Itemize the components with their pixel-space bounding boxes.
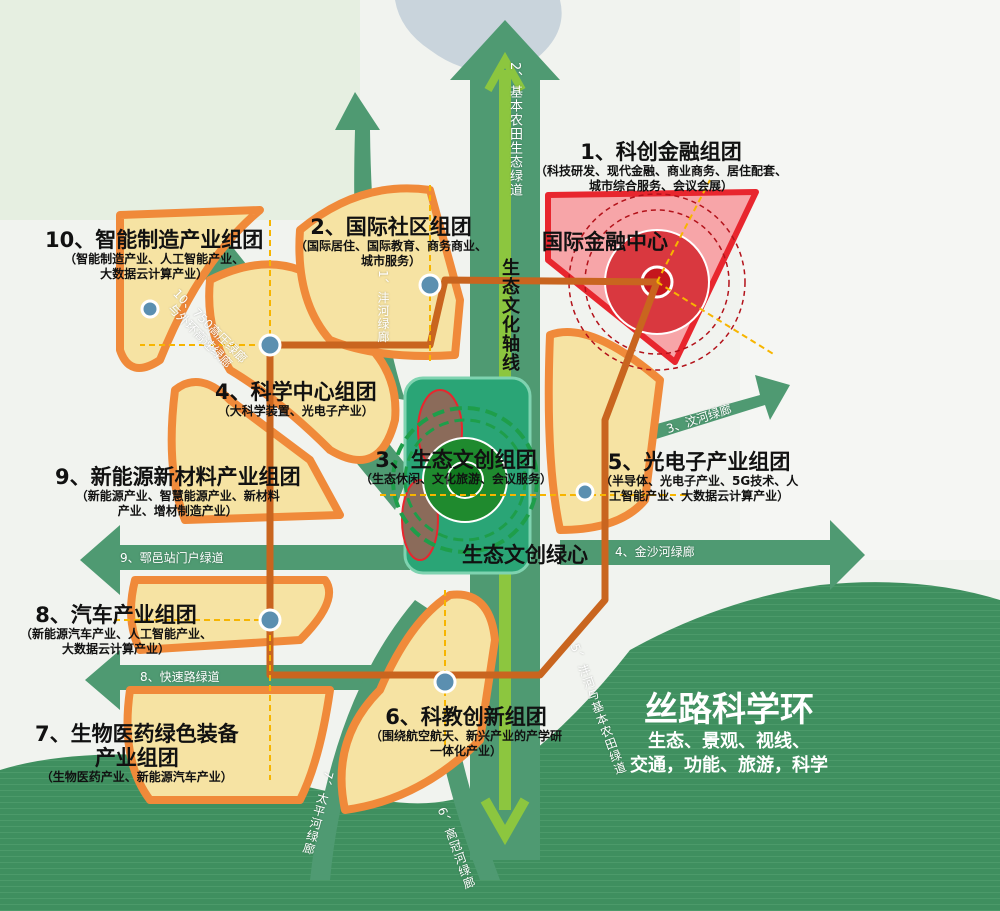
green-heart-ring [391, 406, 539, 554]
cluster-7-label: 7、生物医药绿色装备 产业组团 （生物医药产业、新能源汽车产业） [35, 722, 239, 785]
corridor-label-1: 1、沣河绿廊 [376, 270, 390, 344]
urban-area-east [740, 0, 1000, 560]
cluster-desc: 大数据云计算产业） [100, 267, 209, 281]
cluster-desc: 城市综合服务、会议会展） [589, 179, 734, 193]
cluster-2 [295, 184, 464, 360]
cluster-desc: （新能源产业、智慧能源产业、新材料 [75, 489, 280, 503]
cluster-desc: 城市服务） [361, 254, 422, 268]
cluster-desc: 大数据云计算产业） [62, 642, 171, 656]
green-heart-ring-inner [403, 418, 527, 542]
finance-center-label: 国际金融中心 [542, 230, 668, 254]
industry-clusters [116, 184, 664, 814]
cluster-title: 2、国际社区组团 [310, 215, 472, 239]
cluster-8 [127, 576, 333, 654]
cluster-title: 9、新能源新材料产业组团 [55, 465, 301, 489]
silk-ring-line1: 生态、景观、视线、 [648, 731, 810, 752]
green-area-northwest [0, 0, 360, 220]
cluster-nodes [140, 273, 595, 694]
cluster-2-label: 2、国际社区组团 （国际居住、国际教育、商务商业、 城市服务） [295, 215, 487, 269]
cluster-4-label: 4、科学中心组团 （大科学装置、光电子产业） [215, 380, 377, 419]
silk-ring-label: 丝路科学环 生态、景观、视线、 交通，功能、旅游，科学 [630, 690, 828, 778]
cluster-title: 4、科学中心组团 [215, 380, 377, 404]
green-heart-node [446, 461, 484, 499]
ecological-axis-label: 生态文化轴线 [499, 258, 520, 372]
silk-science-ring-area [0, 582, 1000, 911]
cluster-title: 10、智能制造产业组团 [45, 228, 264, 252]
corridor-jinsha [560, 520, 865, 590]
cluster-9 [167, 378, 344, 524]
finance-ring-outer [568, 193, 746, 371]
corridor-label-8: 8、快速路绿道 [140, 670, 220, 684]
corridor-label-4: 4、金沙河绿廊 [615, 545, 695, 559]
corridor-label-2: 2、基本农田生态绿道 [507, 62, 522, 198]
cluster-desc: （科技研发、现代金融、商业商务、居住配套、 [535, 164, 788, 178]
cluster-6-label: 6、科教创新组团 （围绕航空航天、新兴产业的产学研 一体化产业） [370, 705, 562, 759]
ring-route [266, 276, 661, 679]
silk-ring-line2: 交通，功能、旅游，科学 [630, 755, 828, 776]
corridor-taiping [310, 600, 430, 880]
silk-ring-title: 丝路科学环 [644, 690, 814, 730]
corridor-label-9: 9、鄠邑站门户绿道 [120, 551, 224, 565]
cluster-desc: 一体化产业） [430, 744, 503, 758]
cluster-8-label: 8、汽车产业组团 （新能源汽车产业、人工智能产业、 大数据云计算产业） [20, 603, 212, 657]
cluster-desc: （大科学装置、光电子产业） [217, 404, 374, 418]
cluster-10-label: 10、智能制造产业组团 （智能制造产业、人工智能产业、 大数据云计算产业） [45, 228, 263, 282]
cluster-title: 6、科教创新组团 [385, 705, 547, 729]
cluster-6 [337, 590, 499, 814]
cluster-7 [123, 686, 334, 804]
corridor-huyi [80, 525, 410, 595]
cluster-10 [116, 206, 264, 372]
cluster-desc: （智能制造产业、人工智能产业、 [64, 252, 245, 266]
cluster-title: 1、科创金融组团 [580, 140, 742, 164]
corridor-expressway [85, 650, 420, 710]
cluster-title: 7、生物医药绿色装备 [35, 722, 239, 746]
cluster-1-label: 1、科创金融组团 （科技研发、现代金融、商业商务、居住配套、 城市综合服务、会议… [535, 140, 787, 194]
cluster-desc: （国际居住、国际教育、商务商业、 [295, 239, 488, 253]
axis-arrow-north [484, 51, 526, 92]
green-heart-label: 生态文创绿心 [462, 543, 588, 567]
cluster-3-label: 3、生态文创组团 （生态休闲、文化旅游、会议服务） [360, 448, 552, 487]
cluster-title: 5、光电子产业组团 [607, 450, 791, 474]
cluster-desc: （生态休闲、文化旅游、会议服务） [360, 472, 553, 486]
axis-arrow-south [480, 797, 530, 846]
cluster-title: 产业组团 [94, 746, 179, 770]
cluster-desc: 产业、增材制造产业） [117, 504, 238, 518]
cluster-title: 8、汽车产业组团 [35, 603, 197, 627]
cluster-desc: 工智能产业、大数据云计算产业） [609, 489, 790, 503]
cluster-title: 3、生态文创组团 [375, 448, 537, 472]
cluster-desc: （新能源汽车产业、人工智能产业、 [20, 627, 213, 641]
cluster-9-label: 9、新能源新材料产业组团 （新能源产业、智慧能源产业、新材料 产业、增材制造产业… [55, 465, 301, 519]
cluster-desc: （半导体、光电子产业、5G技术、人 [600, 474, 799, 488]
cluster-desc: （围绕航空航天、新兴产业的产学研 [370, 729, 563, 743]
cluster-desc: （生物医药产业、新能源汽车产业） [40, 770, 233, 784]
cluster-5-label: 5、光电子产业组团 （半导体、光电子产业、5G技术、人 工智能产业、大数据云计算… [600, 450, 798, 504]
